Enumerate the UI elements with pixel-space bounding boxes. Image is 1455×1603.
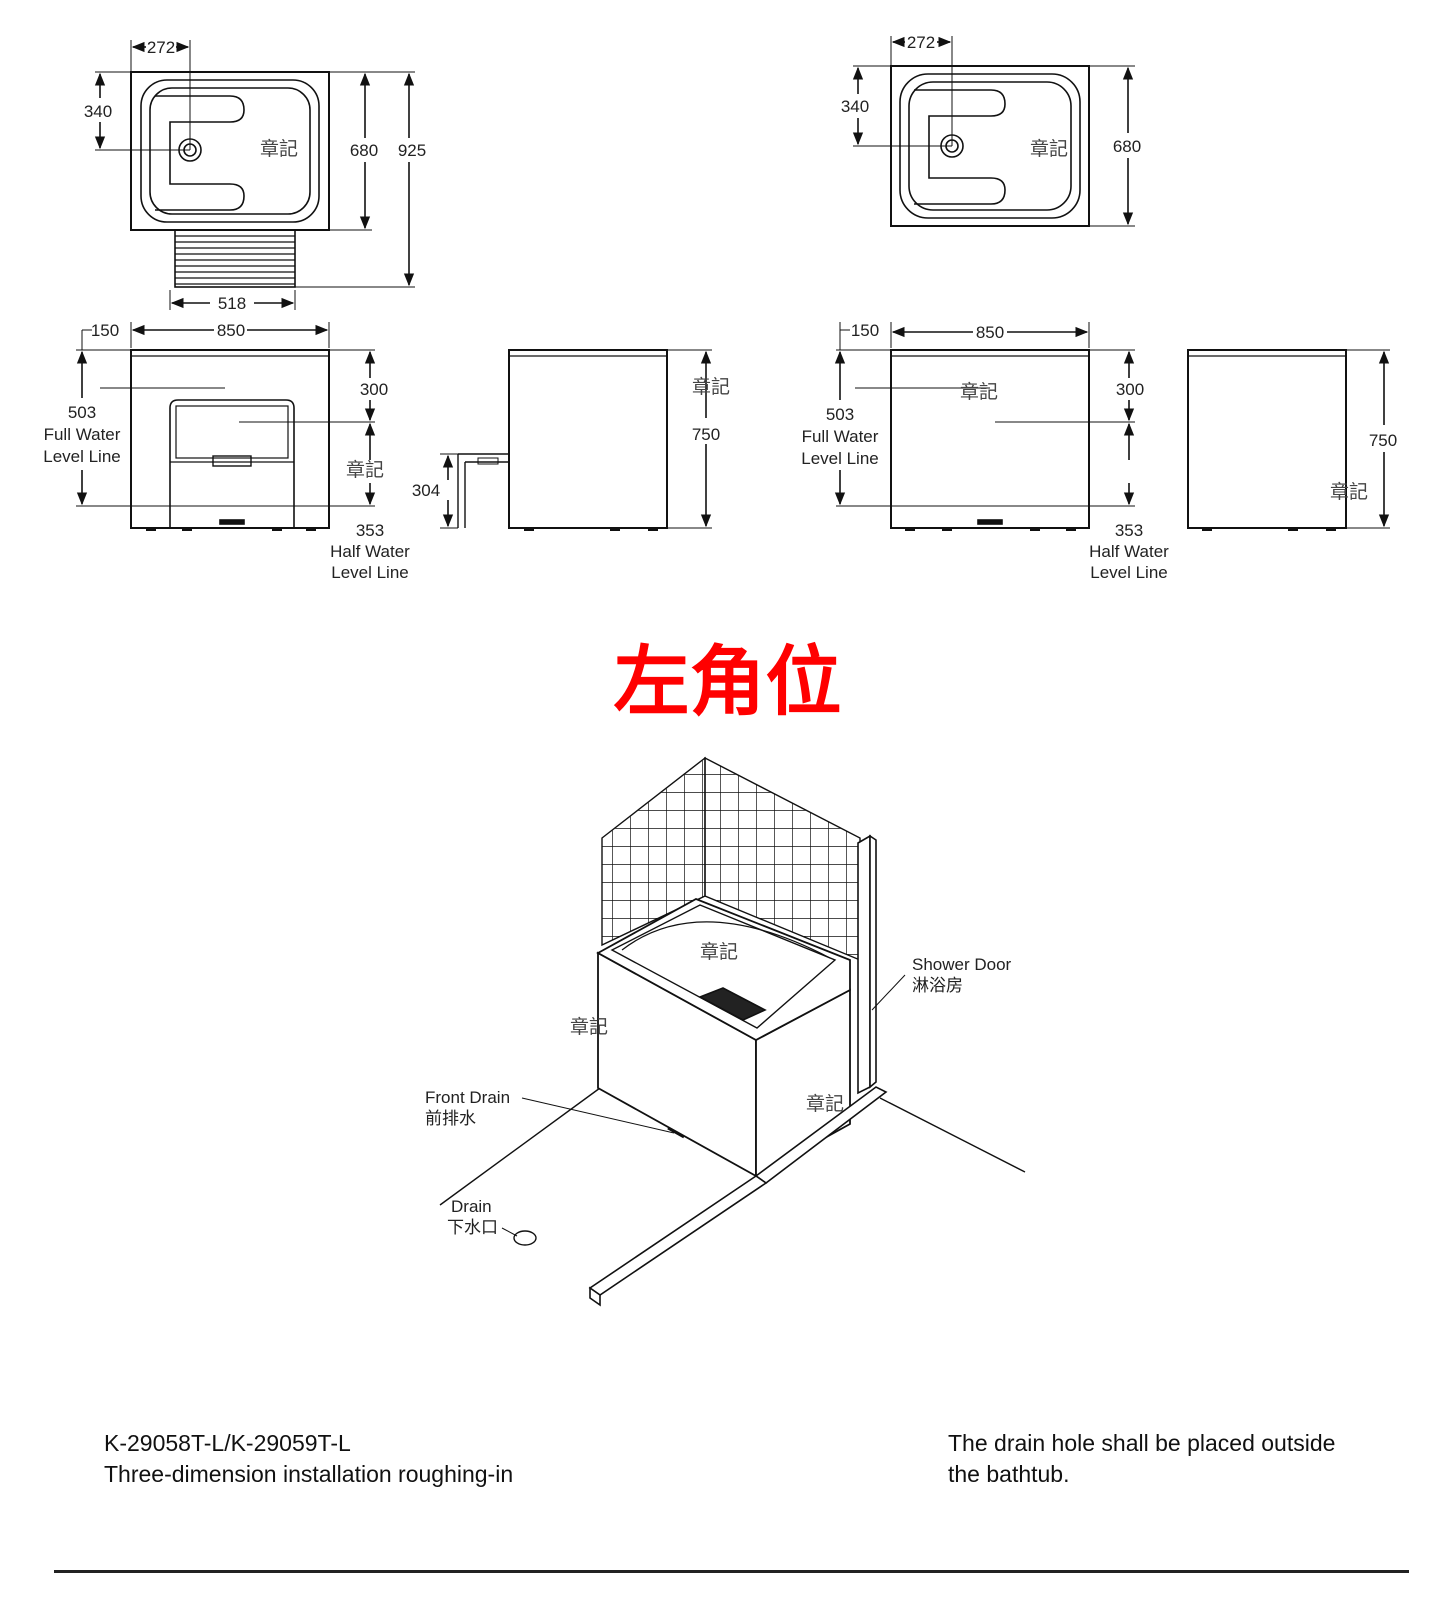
stamp: 章記 bbox=[692, 376, 730, 398]
front-elevation-right bbox=[834, 322, 1135, 531]
front-drain-label-zh: 前排水 bbox=[425, 1109, 476, 1128]
dim-750: 750 bbox=[692, 425, 720, 444]
stamp: 章記 bbox=[570, 1016, 608, 1038]
dim-300: 300 bbox=[1116, 380, 1144, 399]
isometric-labels: 章記 章記 章記 Shower Door 淋浴房 Front Drain 前排水… bbox=[425, 941, 1012, 1237]
caption-subtitle: Three-dimension installation roughing-in bbox=[104, 1461, 514, 1487]
stamp: 章記 bbox=[700, 941, 738, 963]
front-left-labels: 150 850 300 503 Full Water Level Line 章記… bbox=[43, 321, 730, 582]
full-water-label-2: Level Line bbox=[43, 447, 121, 466]
drain-note-line-2: the bathtub. bbox=[948, 1461, 1070, 1487]
full-water-label-1: Full Water bbox=[44, 425, 121, 444]
stamp: 章記 bbox=[960, 381, 998, 403]
dim-150: 150 bbox=[91, 321, 119, 340]
half-water-label-2: Level Line bbox=[1090, 563, 1168, 582]
dim-150: 150 bbox=[851, 321, 879, 340]
dim-518: 518 bbox=[218, 294, 246, 313]
bottom-divider bbox=[54, 1570, 1409, 1573]
stamp: 章記 bbox=[260, 138, 298, 160]
front-elevation-left bbox=[76, 322, 376, 531]
shower-door-label: Shower Door bbox=[912, 955, 1012, 974]
half-water-value: 353 bbox=[356, 521, 384, 540]
half-water-label-1: Half Water bbox=[330, 542, 410, 561]
drain-label: Drain bbox=[451, 1197, 492, 1216]
dim-340: 340 bbox=[841, 97, 869, 116]
drain-note-line-1: The drain hole shall be placed outside bbox=[948, 1430, 1336, 1456]
plan-view-left bbox=[94, 40, 415, 310]
dim-304: 304 bbox=[412, 481, 440, 500]
shower-door-label-zh: 淋浴房 bbox=[912, 976, 963, 995]
full-water-label-1: Full Water bbox=[802, 427, 879, 446]
dim-750: 750 bbox=[1369, 431, 1397, 450]
front-drain-label: Front Drain bbox=[425, 1088, 510, 1107]
caption-left: K-29058T-L/K-29059T-L Three-dimension in… bbox=[104, 1428, 513, 1490]
drain-label-zh: 下水口 bbox=[447, 1218, 498, 1237]
caption-right: The drain hole shall be placed outside t… bbox=[948, 1428, 1335, 1490]
dim-272: 272 bbox=[147, 38, 175, 57]
plan-left-labels: 272 340 680 925 518 章記 bbox=[84, 38, 426, 313]
dim-850: 850 bbox=[976, 323, 1004, 342]
side-elevation-right bbox=[1187, 349, 1390, 531]
dim-925: 925 bbox=[398, 141, 426, 160]
full-water-value: 503 bbox=[826, 405, 854, 424]
dim-272: 272 bbox=[907, 33, 935, 52]
stamp: 章記 bbox=[346, 459, 384, 481]
dim-680: 680 bbox=[350, 141, 378, 160]
half-water-label-2: Level Line bbox=[331, 563, 409, 582]
front-right-labels: 150 850 章記 300 503 Full Water Level Line… bbox=[801, 321, 1397, 582]
half-water-label-1: Half Water bbox=[1089, 542, 1169, 561]
isometric-view bbox=[439, 756, 1026, 1307]
corner-title: 左角位 bbox=[613, 637, 842, 726]
dim-300: 300 bbox=[360, 380, 388, 399]
side-elevation-left bbox=[440, 349, 712, 531]
dim-850: 850 bbox=[217, 321, 245, 340]
plan-view-right bbox=[852, 36, 1135, 227]
half-water-value: 353 bbox=[1115, 521, 1143, 540]
model-number: K-29058T-L/K-29059T-L bbox=[104, 1430, 351, 1456]
plan-right-labels: 272 340 680 章記 bbox=[841, 33, 1141, 160]
full-water-value: 503 bbox=[68, 403, 96, 422]
stamp: 章記 bbox=[1030, 138, 1068, 160]
stamp: 章記 bbox=[806, 1093, 844, 1115]
dim-680: 680 bbox=[1113, 137, 1141, 156]
full-water-label-2: Level Line bbox=[801, 449, 879, 468]
stamp: 章記 bbox=[1330, 481, 1368, 503]
dim-340: 340 bbox=[84, 102, 112, 121]
